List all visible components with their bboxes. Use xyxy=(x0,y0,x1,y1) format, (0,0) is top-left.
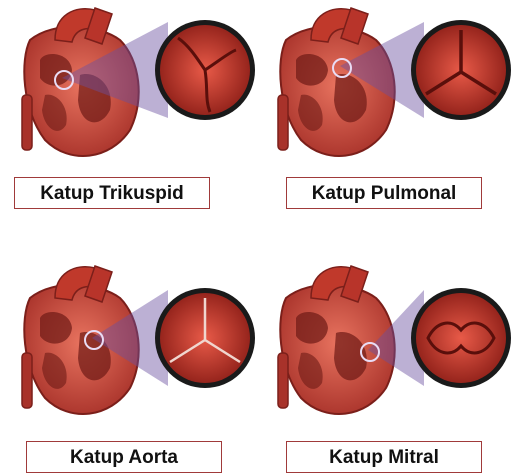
vena-cava xyxy=(22,353,32,408)
tricuspid-heart-illustration xyxy=(0,0,256,170)
vena-cava xyxy=(278,95,288,150)
aorta-heart-illustration xyxy=(0,238,256,418)
panel-mitral: Katup Mitral xyxy=(256,238,512,476)
pulmonal-heart-illustration xyxy=(256,0,512,170)
mitral-heart-illustration xyxy=(256,238,512,418)
label-pulmonal: Katup Pulmonal xyxy=(286,177,482,209)
panel-pulmonal: Katup Pulmonal xyxy=(256,0,512,238)
panel-aorta: Katup Aorta xyxy=(0,238,256,476)
label-tricuspid: Katup Trikuspid xyxy=(14,177,210,209)
label-aorta: Katup Aorta xyxy=(26,441,222,473)
vena-cava xyxy=(278,353,288,408)
vena-cava xyxy=(22,95,32,150)
panel-tricuspid: Katup Trikuspid xyxy=(0,0,256,238)
label-mitral: Katup Mitral xyxy=(286,441,482,473)
